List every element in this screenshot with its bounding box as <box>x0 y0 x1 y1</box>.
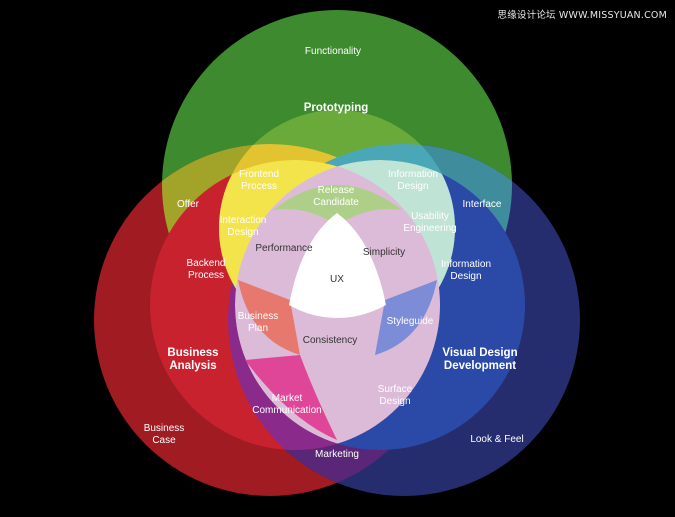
label-styleguide: Styleguide <box>387 316 434 327</box>
label-market-communication-2: Communication <box>252 405 321 416</box>
label-interface: Interface <box>463 199 502 210</box>
label-release-candidate-1: Release <box>318 185 355 196</box>
label-market-communication-1: Market <box>272 393 303 404</box>
ux-center <box>289 213 386 318</box>
label-backend-process-2: Process <box>188 270 224 281</box>
label-usability-engineering-2: Engineering <box>403 223 456 234</box>
label-visual-design-2: Development <box>444 360 516 372</box>
label-business-case-1: Business <box>144 423 185 434</box>
label-offer: Offer <box>177 199 200 210</box>
styleguide-zone <box>375 280 437 355</box>
label-business-case-2: Case <box>152 435 176 446</box>
label-business-plan-2: Plan <box>248 323 268 334</box>
label-information-design-right-2: Design <box>450 271 481 282</box>
watermark: 思缘设计论坛 WWW.MISSYUAN.COM <box>497 10 667 21</box>
label-marketing: Marketing <box>315 449 359 460</box>
business-plan-zone <box>238 280 300 355</box>
label-ux: UX <box>330 274 344 285</box>
label-interaction-design-1: Interaction <box>220 215 267 226</box>
label-surface-design-2: Design <box>379 396 410 407</box>
label-functionality: Functionality <box>305 46 361 57</box>
label-information-design-top-1: Information <box>388 169 438 180</box>
label-surface-design-1: Surface <box>378 384 413 395</box>
label-frontend-process-2: Process <box>241 181 277 192</box>
label-prototyping: Prototyping <box>304 102 369 114</box>
label-release-candidate-2: Candidate <box>313 197 359 208</box>
label-information-design-top-2: Design <box>397 181 428 192</box>
release-candidate-zone <box>273 185 402 225</box>
label-interaction-design-2: Design <box>227 227 258 238</box>
label-backend-process-1: Backend <box>187 258 226 269</box>
label-usability-engineering-1: Usability <box>411 211 449 222</box>
label-business-analysis-2: Analysis <box>169 360 216 372</box>
label-visual-design-1: Visual Design <box>442 347 517 359</box>
label-information-design-right-1: Information <box>441 259 491 270</box>
label-business-plan-1: Business <box>238 311 279 322</box>
market-communication-zone <box>245 355 337 440</box>
label-simplicity: Simplicity <box>363 247 405 258</box>
label-business-analysis-1: Business <box>167 347 218 359</box>
label-performance: Performance <box>255 243 313 254</box>
label-look-feel: Look & Feel <box>470 434 523 445</box>
label-frontend-process-1: Frontend <box>239 169 279 180</box>
label-consistency: Consistency <box>303 335 357 346</box>
